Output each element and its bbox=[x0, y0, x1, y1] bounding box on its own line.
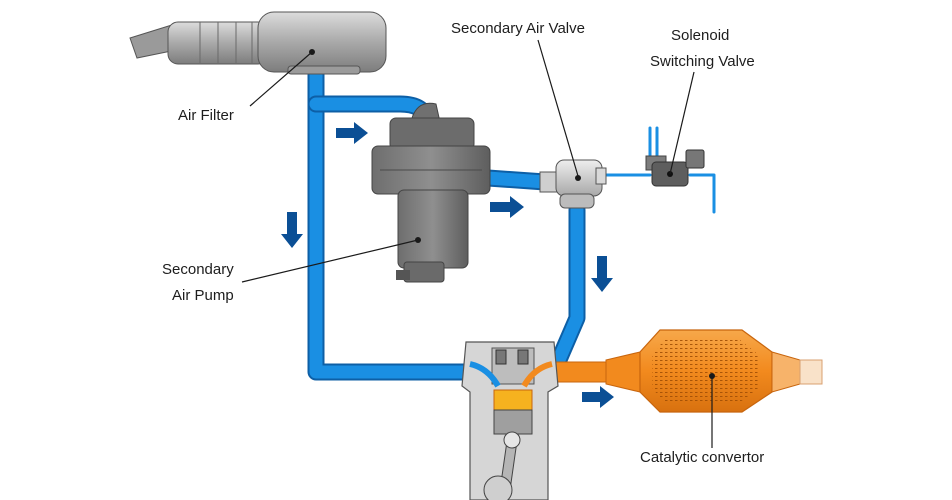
flow-arrow-right-icon bbox=[490, 196, 524, 218]
leader-lines bbox=[241, 39, 713, 448]
air-pipe-network bbox=[307, 61, 716, 381]
exhaust-pipe-cone-out bbox=[771, 351, 801, 393]
air-filter bbox=[129, 11, 387, 75]
flow-arrow-right-icon bbox=[582, 386, 614, 408]
labels: Air Filter Secondary Air Valve Solenoid … bbox=[162, 20, 764, 466]
label-solenoid-line2: Switching Valve bbox=[650, 53, 755, 70]
engine-cylinder bbox=[461, 341, 559, 500]
label-secondary-air-pump-line2: Air Pump bbox=[172, 287, 234, 304]
label-secondary-air-valve: Secondary Air Valve bbox=[451, 20, 585, 37]
exhaust-pipe-cone-in bbox=[605, 351, 641, 393]
exhaust-pipe-tail bbox=[799, 359, 823, 385]
label-air-filter: Air Filter bbox=[178, 107, 234, 124]
flow-arrows bbox=[281, 122, 614, 408]
flow-arrow-down-icon bbox=[281, 212, 303, 248]
solenoid-switching-valve bbox=[645, 149, 705, 187]
flow-arrow-down-icon bbox=[591, 256, 613, 292]
label-secondary-air-pump-line1: Secondary bbox=[162, 261, 234, 278]
flow-arrow-right-icon bbox=[336, 122, 368, 144]
label-solenoid-line1: Solenoid bbox=[671, 27, 729, 44]
secondary-air-valve bbox=[539, 159, 607, 209]
secondary-air-pump bbox=[371, 102, 491, 283]
exhaust-system bbox=[547, 329, 823, 413]
label-catalytic-convertor: Catalytic convertor bbox=[640, 449, 764, 466]
combustion-chamber bbox=[493, 389, 533, 411]
piston bbox=[493, 409, 533, 435]
